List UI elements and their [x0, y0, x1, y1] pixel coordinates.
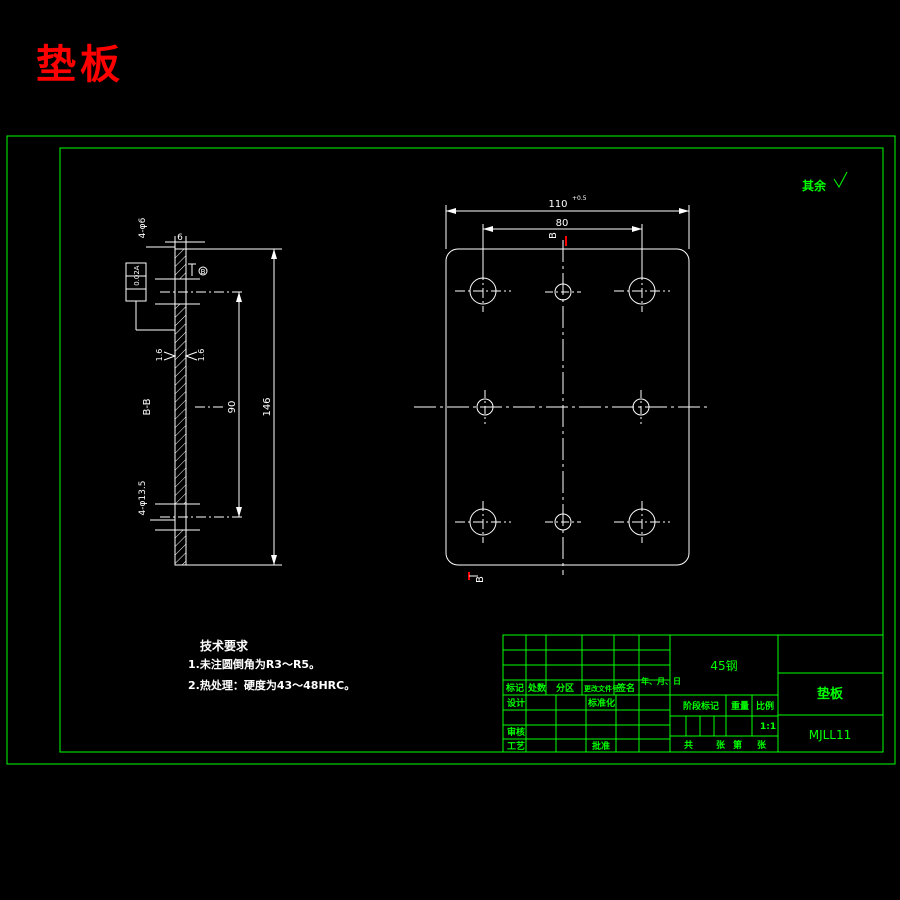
svg-text:B: B — [548, 232, 559, 239]
hole-note-bottom: 4-φ13.5 — [138, 481, 148, 516]
roughness-left-value: 1.6 — [155, 349, 164, 362]
label-sheets: 张 — [716, 739, 726, 751]
hole-small-bottom-center — [545, 513, 581, 531]
dim-total-height-label: 146 — [262, 397, 273, 416]
label-date: 年、月、日 — [641, 676, 681, 686]
datum-label: B — [201, 268, 206, 276]
label-stage-mark: 阶段标记 — [683, 700, 719, 712]
label-sheet-unit: 张 — [757, 739, 767, 751]
section-mark-top: B — [548, 232, 567, 246]
label-zone: 分区 — [556, 682, 574, 694]
section-body-middle — [174, 303, 187, 505]
hole-note-top: 4-φ6 — [138, 217, 148, 238]
section-label: B-B — [142, 398, 153, 415]
tech-requirements: 技术要求 1.未注圆倒角为R3～R5。 2.热处理：硬度为43～48HRC。 — [188, 638, 355, 692]
tolerance-value: 0.02 — [133, 270, 141, 286]
drawing-title: 垫板 — [36, 41, 124, 88]
side-view — [125, 236, 282, 566]
title-block-text: 标记 处数 分区 更改文件号 签名 年、月、日 设计 标准化 审核 工艺 批准 … — [505, 676, 776, 752]
surface-note: 其余 — [802, 178, 827, 193]
label-design: 设计 — [507, 697, 525, 709]
material-value: 45钢 — [710, 659, 737, 673]
label-sheet-no: 第 — [733, 739, 742, 751]
label-process: 工艺 — [507, 740, 525, 752]
outer-frame — [6, 135, 896, 765]
hole-small-top-center — [545, 283, 581, 301]
scale-value: 1:1 — [760, 722, 776, 732]
svg-text:B: B — [475, 576, 486, 583]
tech-heading: 技术要求 — [200, 638, 249, 653]
hole-large-bottom-right — [614, 501, 670, 543]
label-ratio: 比例 — [756, 700, 774, 712]
section-mark-bottom: B — [468, 572, 486, 583]
drawing-number-value: MJLL11 — [809, 728, 852, 742]
dim-inner-label: 80 — [556, 218, 569, 229]
datum-circle — [198, 266, 208, 276]
roughness-right-value: 1.6 — [197, 349, 206, 362]
surface-roughness-icon — [833, 171, 848, 188]
label-sign: 签名 — [616, 682, 635, 694]
roughness-left — [163, 351, 177, 361]
dim-width-tolerance: +0.5 — [572, 195, 587, 202]
dim-thickness-label: 6 — [177, 233, 183, 243]
label-review: 审核 — [507, 726, 525, 738]
label-approve: 批准 — [592, 740, 610, 752]
label-weight: 重量 — [731, 700, 749, 712]
tech-item-2: 2.热处理：硬度为43～48HRC。 — [188, 678, 355, 692]
part-name-value: 垫板 — [817, 686, 844, 702]
section-outline — [174, 248, 187, 566]
tolerance-datum: A — [133, 265, 141, 270]
title-block — [502, 634, 884, 753]
dim-width-label: 110 — [548, 199, 567, 210]
section-body-upper — [174, 248, 187, 280]
inner-frame — [59, 147, 884, 753]
hole-large-bottom-left — [455, 501, 511, 543]
front-view — [414, 205, 710, 575]
dim-inner-height-label: 90 — [227, 401, 238, 414]
section-body-lower — [174, 529, 187, 566]
label-mark: 标记 — [505, 682, 524, 694]
tech-item-1: 1.未注圆倒角为R3～R5。 — [188, 657, 320, 671]
label-count: 处数 — [527, 682, 547, 694]
hole-small-middle-left — [476, 390, 494, 424]
label-change-doc: 更改文件号 — [584, 684, 619, 693]
label-standardize: 标准化 — [587, 697, 615, 709]
hole-small-middle-right — [632, 390, 650, 424]
label-total: 共 — [684, 739, 693, 751]
roughness-right — [184, 351, 198, 361]
